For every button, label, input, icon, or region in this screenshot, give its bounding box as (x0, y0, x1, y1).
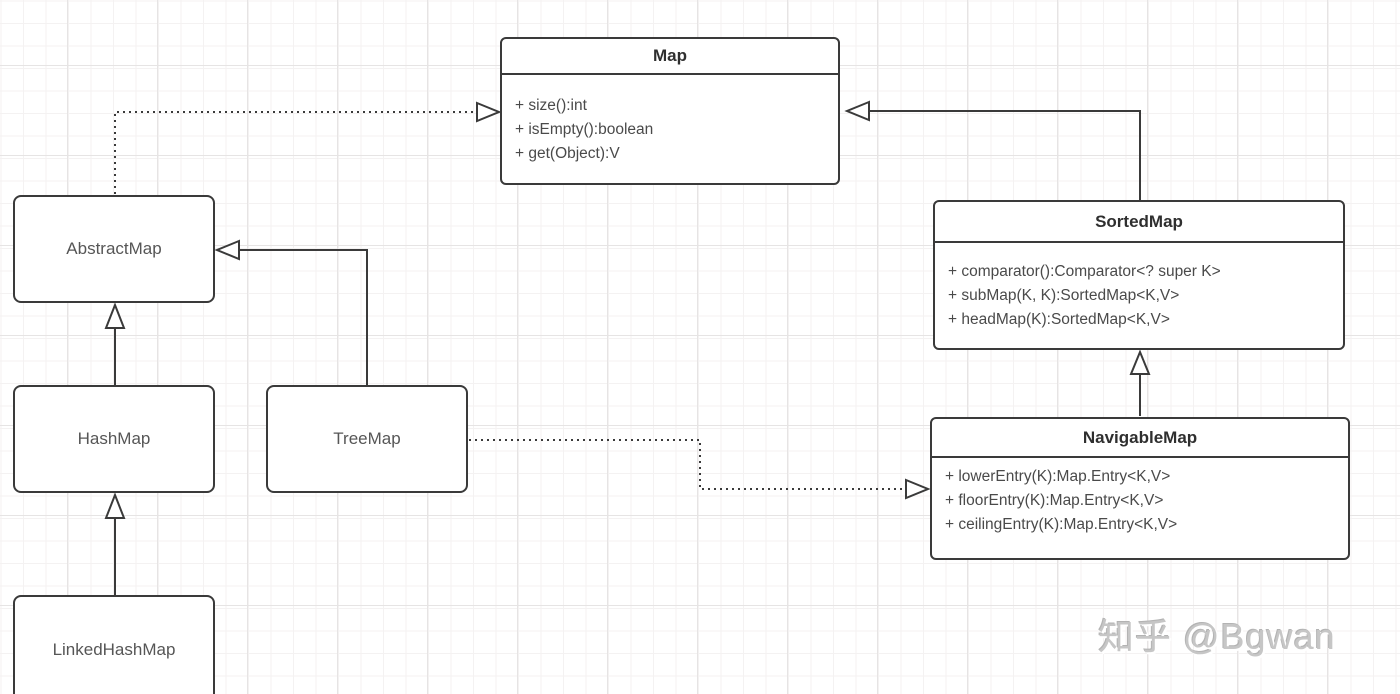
class-title-sortedmap: SortedMap (935, 202, 1343, 243)
class-box-hashmap: HashMap (13, 385, 215, 493)
class-methods-sortedmap: + comparator():Comparator<? super K> + s… (935, 243, 1343, 332)
method-item: + lowerEntry(K):Map.Entry<K,V> (945, 468, 1171, 485)
method-item: + ceilingEntry(K):Map.Entry<K,V> (945, 516, 1178, 533)
edge-navigablemap-to-sortedmap (1129, 349, 1151, 416)
hollow-arrowhead-icon (905, 478, 931, 500)
method-item: + size():int (515, 97, 587, 114)
edge-hashmap-to-abstractmap (104, 302, 126, 386)
hollow-arrowhead-icon (214, 239, 240, 261)
edge-abstractmap-to-map (114, 101, 502, 194)
edge-linkedhashmap-to-hashmap (104, 492, 126, 596)
class-box-abstractmap: AbstractMap (13, 195, 215, 303)
class-box-navigablemap: NavigableMap + lowerEntry(K):Map.Entry<K… (930, 417, 1350, 560)
method-item: + get(Object):V (515, 145, 620, 162)
class-title-navigablemap: NavigableMap (932, 419, 1348, 458)
class-title-linkedhashmap: LinkedHashMap (52, 640, 176, 659)
class-box-sortedmap: SortedMap + comparator():Comparator<? su… (933, 200, 1345, 350)
hollow-arrowhead-icon (104, 492, 126, 519)
method-item: + floorEntry(K):Map.Entry<K,V> (945, 492, 1164, 509)
class-box-linkedhashmap: LinkedHashMap (13, 595, 215, 694)
class-title-map: Map (502, 39, 838, 75)
method-item: + subMap(K, K):SortedMap<K,V> (948, 287, 1180, 304)
class-title-treemap: TreeMap (333, 429, 401, 448)
hollow-arrowhead-icon (844, 100, 870, 122)
method-item: + isEmpty():boolean (515, 121, 654, 138)
class-methods-map: + size():int + isEmpty():boolean + get(O… (502, 75, 838, 166)
class-box-treemap: TreeMap (266, 385, 468, 493)
hollow-arrowhead-icon (104, 302, 126, 329)
hollow-arrowhead-icon (1129, 349, 1151, 375)
edge-treemap-to-navigablemap (469, 439, 931, 500)
class-title-abstractmap: AbstractMap (66, 239, 162, 258)
edge-treemap-to-abstractmap (214, 239, 368, 386)
edge-sortedmap-to-map (844, 100, 1141, 201)
hollow-arrowhead-icon (476, 101, 502, 123)
class-title-hashmap: HashMap (77, 429, 151, 448)
class-methods-navigablemap: + lowerEntry(K):Map.Entry<K,V> + floorEn… (932, 458, 1348, 537)
method-item: + comparator():Comparator<? super K> (948, 263, 1221, 280)
class-box-map: Map + size():int + isEmpty():boolean + g… (500, 37, 840, 185)
watermark: 知乎 @Bgwan (1098, 616, 1336, 657)
method-item: + headMap(K):SortedMap<K,V> (948, 311, 1170, 328)
